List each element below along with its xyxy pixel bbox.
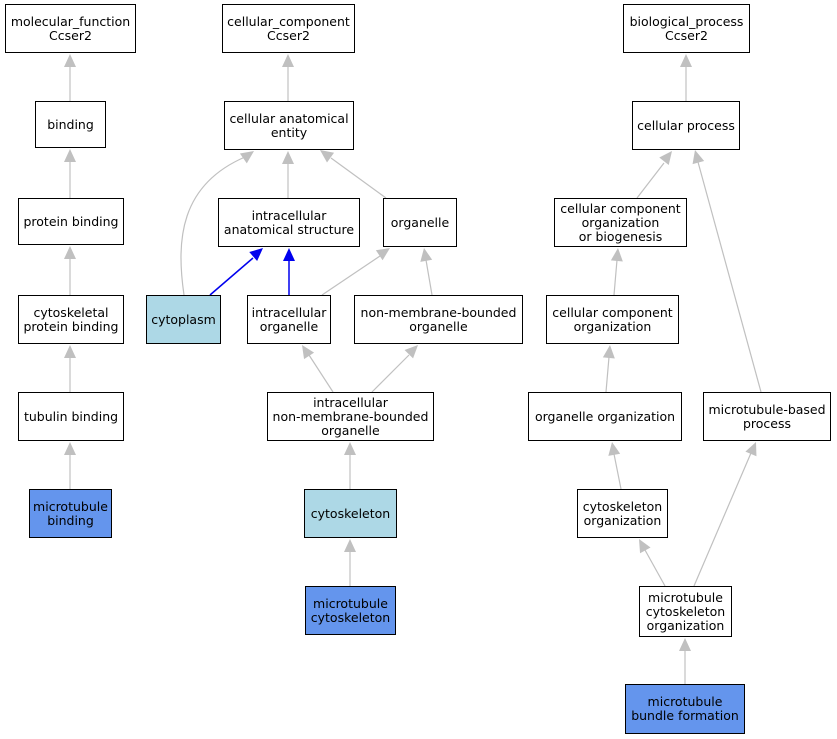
edge-cellular-anatomical-entity-to-cellular-component [282,54,294,101]
edge-inmbo-to-intracellular-organelle [302,345,334,393]
edge-microtubule-based-process-to-cellular-process [692,150,762,393]
edge-protein-binding-to-binding [64,149,76,198]
node-non-membrane-bounded-organelle[interactable]: non-membrane-bounded organelle [354,295,523,344]
node-cellular-component-organization-or-biogenesis[interactable]: cellular component organization or bioge… [554,198,687,247]
node-intracellular-organelle[interactable]: intracellular organelle [247,295,331,344]
node-microtubule-based-process[interactable]: microtubule-based process [703,392,831,441]
edge-cellular-anatomical-entity-to-cellular-component-arrowhead [282,54,294,67]
edge-cytoplasm-to-cellular-anatomical-entity [180,151,254,296]
node-cytoskeleton-organization[interactable]: cytoskeleton organization [577,489,668,538]
edge-intracellular-anatomical-structure-to-cellular-anatomical-entity-arrowhead [282,151,294,164]
node-organelle-organization[interactable]: organelle organization [528,392,682,441]
node-cellular-component-root[interactable]: cellular_component Ccser2 [222,4,355,53]
edge-intracellular-organelle-to-organelle [321,248,390,296]
edge-intracellular-organelle-to-intracellular-anatomical-structure [283,248,295,295]
node-organelle[interactable]: organelle [383,198,457,247]
node-molecular-function-root[interactable]: molecular_function Ccser2 [5,4,136,53]
node-cytoskeletal-protein-binding[interactable]: cytoskeletal protein binding [18,295,124,344]
edge-cco-to-ccob-arrowhead [610,248,623,262]
edge-cytoskeletal-protein-binding-to-protein-binding [64,246,76,295]
node-binding[interactable]: binding [35,101,106,148]
node-intracellular-non-membrane-bounded-organelle[interactable]: intracellular non-membrane-bounded organ… [267,392,434,441]
edge-microtubule-bundle-formation-to-mt-cytoskeleton-organization [679,638,691,684]
edge-microtubule-binding-to-tubulin-binding [64,442,76,489]
edge-mt-cytoskeleton-organization-to-cytoskeleton-organization-arrowhead [639,539,651,554]
node-tubulin-binding[interactable]: tubulin binding [18,392,124,441]
edge-intracellular-organelle-to-intracellular-anatomical-structure-arrowhead [283,248,295,261]
edge-tubulin-binding-to-cytoskeletal-protein-binding-arrowhead [64,345,76,358]
node-intracellular-anatomical-structure[interactable]: intracellular anatomical structure [218,198,360,247]
node-cellular-anatomical-entity[interactable]: cellular anatomical entity [224,101,354,150]
edge-non-membrane-bounded-organelle-to-organelle [420,248,433,296]
node-microtubule-cytoskeleton[interactable]: microtubule cytoskeleton [305,586,396,635]
edge-inmbo-to-non-membrane-bounded-organelle [371,345,418,393]
edge-cytoplasm-to-intracellular-anatomical-structure [209,248,263,296]
edge-organelle-organization-to-cco-arrowhead [602,345,615,359]
edge-ccob-to-cellular-process [636,151,672,199]
edge-cytoskeleton-to-inmbo [344,442,356,489]
node-microtubule-binding[interactable]: microtubule binding [29,489,112,538]
edge-microtubule-based-process-to-cellular-process-arrowhead [692,150,705,165]
edge-ccob-to-cellular-process-arrowhead [659,151,672,165]
edge-microtubule-bundle-formation-to-mt-cytoskeleton-organization-arrowhead [679,638,691,651]
node-protein-binding[interactable]: protein binding [18,198,124,245]
edge-microtubule-cytoskeleton-to-cytoskeleton-arrowhead [344,539,356,552]
edge-inmbo-to-intracellular-organelle-arrowhead [302,345,315,360]
node-cellular-component-organization[interactable]: cellular component organization [546,295,679,344]
edge-organelle-to-cellular-anatomical-entity-arrowhead [320,150,335,163]
edge-binding-to-molecular-function-arrowhead [64,54,76,67]
edge-cytoskeletal-protein-binding-to-protein-binding-arrowhead [64,246,76,259]
edge-organelle-organization-to-cco [602,345,615,393]
edge-intracellular-organelle-to-organelle-arrowhead [375,248,390,261]
edge-mt-cytoskeleton-organization-to-microtubule-based-process-arrowhead [745,442,757,457]
node-microtubule-bundle-formation[interactable]: microtubule bundle formation [625,684,745,734]
edge-protein-binding-to-binding-arrowhead [64,149,76,162]
edge-cellular-process-to-biological-process-arrowhead [680,54,692,67]
edge-cytoskeleton-organization-to-organelle-organization-arrowhead [608,442,621,456]
edge-tubulin-binding-to-cytoskeletal-protein-binding [64,345,76,392]
node-cytoplasm[interactable]: cytoplasm [146,295,221,344]
edge-inmbo-to-non-membrane-bounded-organelle-arrowhead [404,345,418,359]
node-biological-process-root[interactable]: biological_process Ccser2 [623,4,750,53]
edge-cytoplasm-to-intracellular-anatomical-structure-arrowhead [249,248,263,262]
edge-binding-to-molecular-function [64,54,76,101]
edge-cytoskeleton-to-inmbo-arrowhead [344,442,356,455]
edge-non-membrane-bounded-organelle-to-organelle-arrowhead [420,248,433,262]
node-cytoskeleton[interactable]: cytoskeleton [304,489,397,538]
edge-microtubule-binding-to-tubulin-binding-arrowhead [64,442,76,455]
edge-mt-cytoskeleton-organization-to-microtubule-based-process [693,442,757,587]
edge-cellular-process-to-biological-process [680,54,692,101]
edge-intracellular-anatomical-structure-to-cellular-anatomical-entity [282,151,294,198]
edge-organelle-to-cellular-anatomical-entity [320,150,387,199]
edge-cytoskeleton-organization-to-organelle-organization [608,442,622,490]
edge-cytoplasm-to-cellular-anatomical-entity-arrowhead [239,151,254,164]
node-cellular-process[interactable]: cellular process [632,101,740,150]
edge-mt-cytoskeleton-organization-to-cytoskeleton-organization [639,539,666,587]
node-microtubule-cytoskeleton-organization[interactable]: microtubule cytoskeleton organization [639,586,732,637]
edge-cco-to-ccob [610,248,623,296]
edge-microtubule-cytoskeleton-to-cytoskeleton [344,539,356,586]
